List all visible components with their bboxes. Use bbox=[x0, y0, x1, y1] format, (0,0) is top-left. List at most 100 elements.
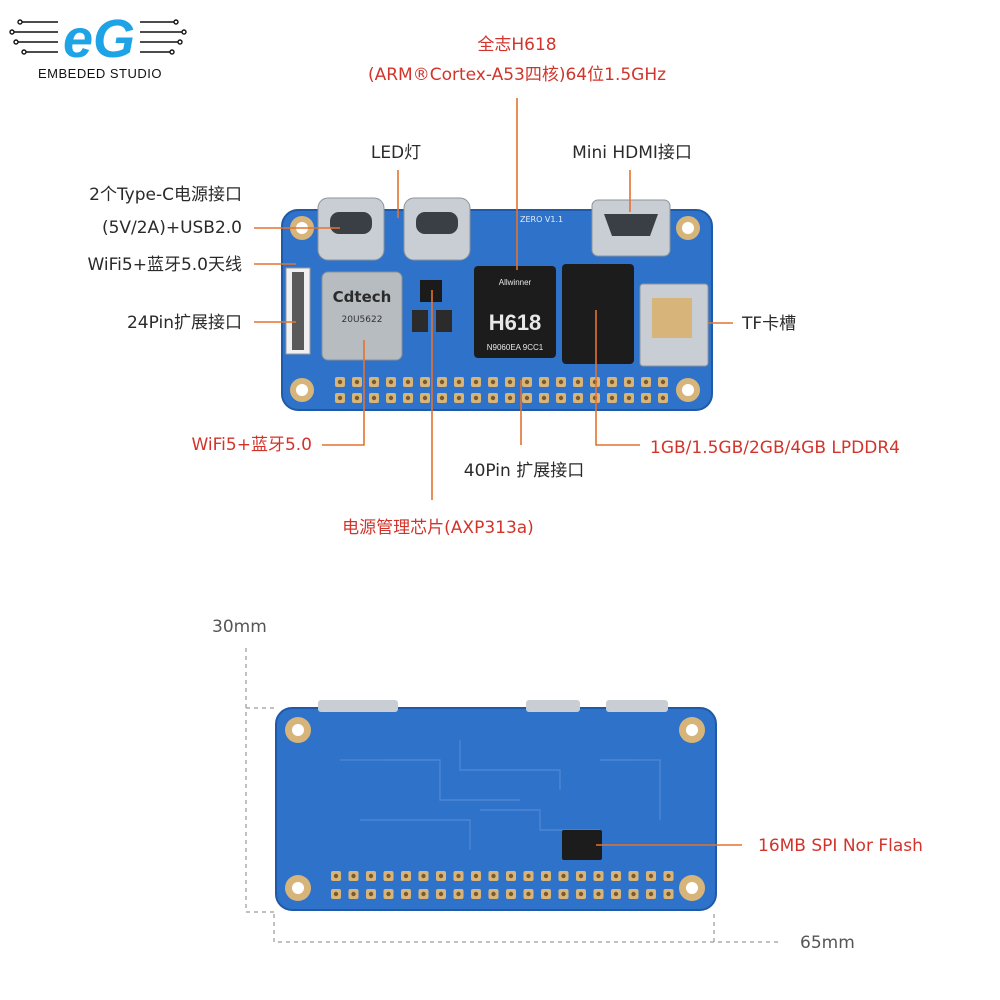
header-pin-hole bbox=[351, 891, 356, 897]
header-pin-hole bbox=[405, 395, 411, 401]
header-pin-hole bbox=[648, 891, 654, 897]
header-pin-hole bbox=[473, 873, 479, 879]
header-pin-hole bbox=[609, 379, 615, 385]
brand-logo: eG EMBEDED STUDIO bbox=[9, 9, 187, 81]
header-pin-hole bbox=[543, 873, 549, 879]
pin40-label: 40Pin 扩展接口 bbox=[464, 461, 584, 481]
top-leader-lines bbox=[254, 98, 733, 500]
top-labels: 全志H618 (ARM®Cortex-A53四核)64位1.5GHz LED灯 … bbox=[87, 35, 899, 538]
header-pin-hole bbox=[388, 395, 394, 401]
header-pin-hole bbox=[660, 379, 666, 385]
wifi-label: WiFi5+蓝牙5.0 bbox=[191, 435, 312, 455]
bottom-mounting-holes bbox=[285, 717, 705, 901]
header-pin-hole bbox=[609, 395, 615, 401]
typec-label-line1: 2个Type-C电源接口 bbox=[89, 185, 242, 205]
header-pin-hole bbox=[473, 395, 479, 401]
header-pin-hole bbox=[388, 379, 394, 385]
soc-model-mark: H618 bbox=[489, 310, 542, 335]
top-board: Cdtech 20U5622 Allwinner H618 N9060EA 9C… bbox=[281, 197, 713, 411]
header-pin-hole bbox=[337, 395, 343, 401]
hdmi-label: Mini HDMI接口 bbox=[572, 143, 692, 163]
header-pin-hole bbox=[421, 891, 426, 897]
soc-chip: Allwinner H618 N9060EA 9CC1 bbox=[474, 266, 556, 358]
header-pin-hole bbox=[626, 379, 632, 385]
header-pin-hole bbox=[541, 379, 547, 385]
header-pin-hole bbox=[508, 891, 514, 897]
header-pin-hole bbox=[456, 891, 461, 897]
header-pin-hole bbox=[422, 395, 428, 401]
header-pin-hole bbox=[490, 379, 496, 385]
soc-label-line2: (ARM®Cortex-A53四核)64位1.5GHz bbox=[368, 65, 666, 85]
header-pin-hole bbox=[508, 873, 514, 879]
ram-chip bbox=[562, 264, 634, 364]
header-pin-hole bbox=[351, 873, 356, 879]
header-pin-hole bbox=[371, 395, 377, 401]
wifi-code-mark: 20U5622 bbox=[342, 315, 383, 325]
flash-label: 16MB SPI Nor Flash bbox=[758, 836, 923, 856]
header-pin-hole bbox=[490, 395, 496, 401]
header-pin-hole bbox=[403, 891, 409, 897]
pmic-label: 电源管理芯片(AXP313a) bbox=[342, 518, 534, 538]
header-pin-hole bbox=[473, 891, 479, 897]
header-pin-hole bbox=[631, 891, 636, 897]
header-pin-hole bbox=[438, 891, 444, 897]
header-pin-hole bbox=[337, 379, 343, 385]
header-pin-hole bbox=[666, 873, 671, 879]
header-pin-hole bbox=[643, 379, 649, 385]
header-pin-hole bbox=[524, 395, 530, 401]
header-pin-hole bbox=[666, 891, 671, 897]
bottom-gpio-pads bbox=[331, 871, 674, 899]
header-pin-hole bbox=[507, 395, 513, 401]
typec-label-line2: (5V/2A)+USB2.0 bbox=[102, 218, 242, 238]
pmic-chip bbox=[412, 280, 452, 332]
bottom-hdmi-edge bbox=[606, 700, 668, 712]
pcb-silk-text: ZERO V1.1 bbox=[520, 215, 563, 224]
header-pin-hole bbox=[333, 873, 339, 879]
header-pin-hole bbox=[368, 873, 374, 879]
header-pin-hole bbox=[456, 873, 461, 879]
spi-flash-chip bbox=[562, 830, 602, 860]
header-pin-hole bbox=[439, 379, 445, 385]
led-label: LED灯 bbox=[371, 143, 421, 163]
bottom-typec-edge bbox=[318, 700, 398, 712]
header-pin-hole bbox=[371, 379, 377, 385]
header-pin-hole bbox=[648, 873, 654, 879]
circuit-lines-left-icon bbox=[9, 19, 58, 55]
header-pin-hole bbox=[631, 873, 636, 879]
width-dimension-label: 65mm bbox=[800, 933, 855, 953]
header-pin-hole bbox=[524, 379, 530, 385]
header-pin-hole bbox=[354, 395, 360, 401]
typec-port-2 bbox=[403, 197, 471, 261]
header-pin-hole bbox=[578, 873, 584, 879]
header-pin-hole bbox=[354, 379, 360, 385]
pin24-label: 24Pin扩展接口 bbox=[127, 313, 242, 333]
header-pin-hole bbox=[526, 873, 531, 879]
soc-code-mark: N9060EA 9CC1 bbox=[487, 343, 544, 352]
header-pin-hole bbox=[643, 395, 649, 401]
header-pin-hole bbox=[613, 891, 619, 897]
soc-label-line1: 全志H618 bbox=[477, 35, 556, 55]
header-pin-hole bbox=[596, 873, 601, 879]
header-pin-hole bbox=[438, 873, 444, 879]
gpio-40pin-header bbox=[335, 377, 668, 403]
header-pin-hole bbox=[386, 891, 391, 897]
header-pin-hole bbox=[422, 379, 428, 385]
logo-name: EMBEDED STUDIO bbox=[38, 66, 162, 81]
header-pin-hole bbox=[561, 891, 566, 897]
header-pin-hole bbox=[578, 891, 584, 897]
bottom-typec-edge-2 bbox=[526, 700, 580, 712]
header-pin-hole bbox=[575, 395, 581, 401]
wifi-brand-mark: Cdtech bbox=[333, 288, 392, 306]
fpc-24pin-connector bbox=[285, 267, 311, 355]
mini-hdmi-port bbox=[591, 199, 671, 257]
header-pin-hole bbox=[558, 379, 564, 385]
soc-brand-mark: Allwinner bbox=[499, 278, 532, 287]
header-pin-hole bbox=[575, 379, 581, 385]
header-pin-hole bbox=[660, 395, 666, 401]
bottom-board bbox=[275, 700, 717, 911]
header-pin-hole bbox=[626, 395, 632, 401]
header-pin-hole bbox=[386, 873, 391, 879]
header-pin-hole bbox=[405, 379, 411, 385]
antenna-label: WiFi5+蓝牙5.0天线 bbox=[87, 255, 242, 275]
